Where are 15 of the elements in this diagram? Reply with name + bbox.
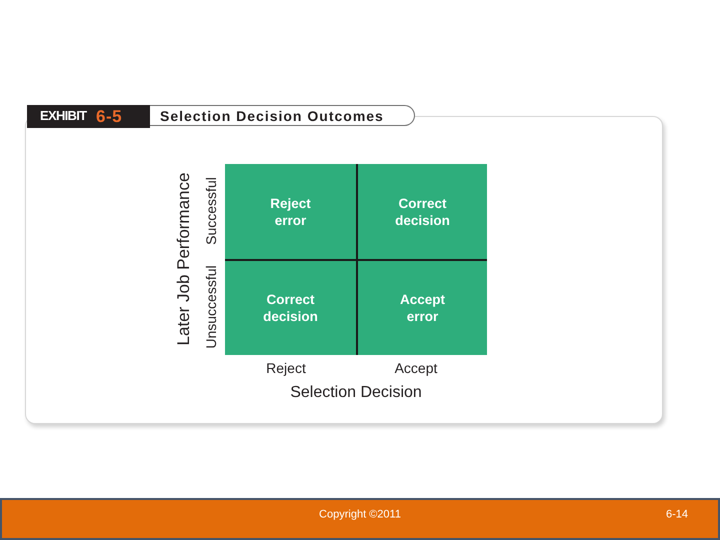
exhibit-title: Selection Decision Outcomes: [150, 105, 415, 126]
axis-title: Later Job Performance: [174, 172, 194, 346]
copyright-text: Copyright ©2011: [319, 508, 401, 522]
page-number: 6-14: [666, 508, 688, 522]
exhibit-label: EXHIBIT: [40, 109, 86, 124]
outcome-cell: Correct decision: [225, 261, 356, 355]
axis-category: Successful: [202, 177, 220, 245]
axis-category: Reject: [266, 360, 306, 376]
axis-category: Accept: [394, 360, 438, 376]
axis-title: Selection Decision: [290, 384, 422, 402]
exhibit-number: 6-5: [96, 107, 122, 127]
axis-category: Unsuccessful: [202, 265, 220, 349]
outcome-cell: Accept error: [358, 261, 487, 355]
outcome-cell: Correct decision: [358, 164, 487, 259]
outcome-cell: Reject error: [225, 164, 356, 259]
